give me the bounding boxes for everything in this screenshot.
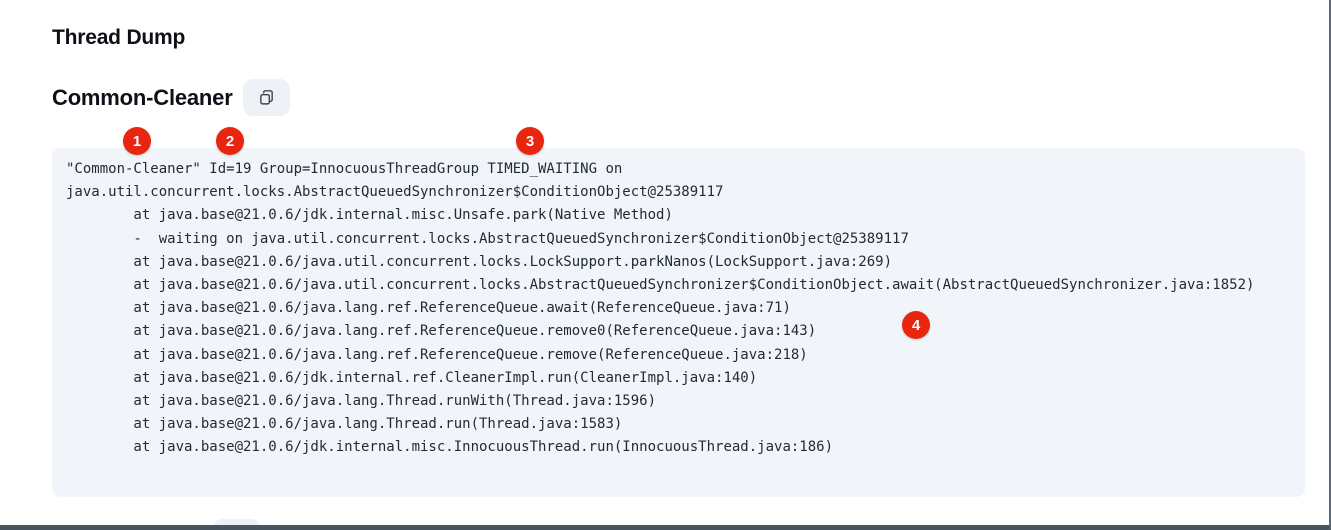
section-heading: Common-Cleaner	[52, 84, 233, 110]
code-line: at java.base@21.0.6/java.lang.ref.Refere…	[66, 300, 791, 317]
code-line: at java.base@21.0.6/jdk.internal.misc.In…	[66, 439, 834, 456]
copy-button[interactable]	[242, 79, 290, 116]
callout-badge-2: 2	[216, 127, 244, 155]
section-heading-row: Common-Cleaner	[52, 79, 290, 116]
code-line: at java.base@21.0.6/java.lang.ref.Refere…	[66, 346, 808, 363]
callout-badge-4: 4	[902, 311, 930, 339]
code-line: at java.base@21.0.6/java.util.concurrent…	[66, 253, 893, 270]
code-line: at java.base@21.0.6/java.util.concurrent…	[66, 277, 1255, 294]
copy-icon	[258, 89, 275, 106]
thread-dump-code-block: "Common-Cleaner" Id=19 Group=InnocuousTh…	[52, 148, 1305, 497]
callout-badge-3: 3	[516, 127, 544, 155]
code-line: at java.base@21.0.6/java.lang.ref.Refere…	[66, 323, 817, 340]
page-title: Thread Dump	[52, 26, 186, 49]
code-line: at java.base@21.0.6/jdk.internal.misc.Un…	[66, 207, 673, 224]
code-line: "Common-Cleaner" Id=19 Group=InnocuousTh…	[66, 161, 623, 177]
callout-badge-1: 1	[123, 127, 151, 155]
code-line: - waiting on java.util.concurrent.locks.…	[66, 230, 909, 247]
next-section-copy-button[interactable]	[213, 519, 261, 525]
code-line: at java.base@21.0.6/java.lang.Thread.run…	[66, 416, 623, 433]
code-line: at java.base@21.0.6/jdk.internal.ref.Cle…	[66, 369, 758, 386]
code-line: java.util.concurrent.locks.AbstractQueue…	[66, 184, 724, 201]
code-line: at java.base@21.0.6/java.lang.Thread.run…	[66, 393, 657, 410]
